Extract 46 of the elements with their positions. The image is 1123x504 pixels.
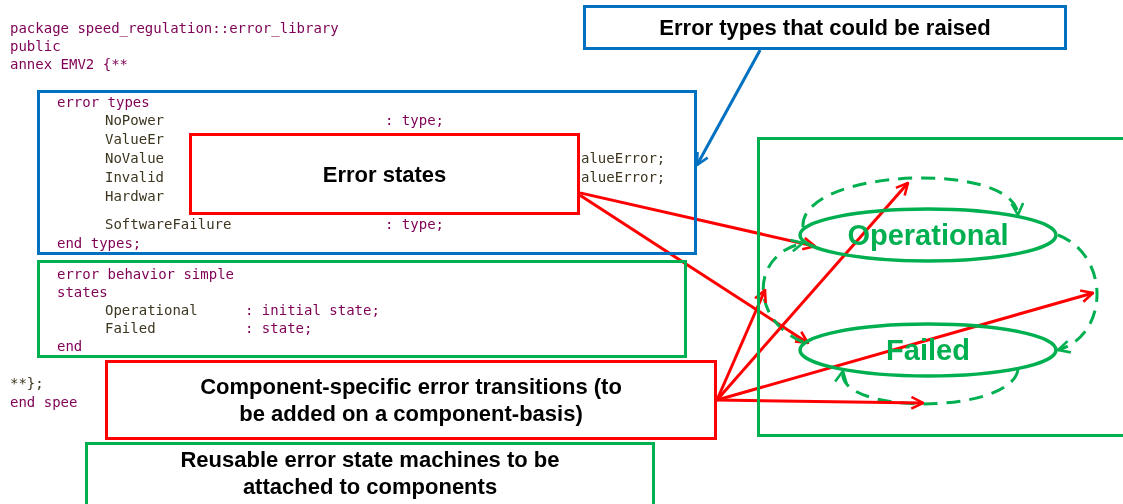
state-ellipse xyxy=(798,322,1058,378)
arrow xyxy=(716,289,1095,402)
code-section-frame xyxy=(37,90,697,255)
code-text: end types; xyxy=(57,234,142,252)
code-section-frame xyxy=(37,260,687,358)
code-text: : state; xyxy=(245,319,313,337)
callout-box xyxy=(105,360,717,440)
code-line: public xyxy=(10,37,61,55)
transition-arrow xyxy=(1056,233,1099,353)
code-text: ValueEr xyxy=(105,130,164,148)
callout-text: Error types that could be raised xyxy=(659,14,991,41)
transition-arrow xyxy=(801,176,1021,228)
code-text: error types xyxy=(57,93,150,111)
code-text: Operational xyxy=(105,301,198,319)
callout-box xyxy=(583,5,1067,50)
code-text: Failed xyxy=(105,319,156,337)
transition-arrow xyxy=(837,369,1020,406)
code-text: states xyxy=(57,283,108,301)
code-text: NoPower xyxy=(105,111,164,129)
code-text: NoValue xyxy=(105,149,164,167)
code-line: annex EMV2 {** xyxy=(10,55,128,73)
code-text: : type; xyxy=(385,111,444,129)
arrow xyxy=(695,49,762,167)
state-label: Failed xyxy=(886,333,970,367)
code-text: alueError; xyxy=(581,168,666,186)
callout-text: Error states xyxy=(322,160,447,188)
callout-text: Component-specific error transitions (to be added on a component-basis) xyxy=(199,373,623,427)
code-text: : initial state; xyxy=(245,301,380,319)
arrow xyxy=(716,395,925,410)
code-text: end xyxy=(57,337,83,355)
code-text: alueError; xyxy=(581,149,666,167)
code-line: end spee xyxy=(10,393,78,411)
callout-text: Reusable error state machines to be attached to components xyxy=(179,446,561,500)
state-machine-frame xyxy=(757,137,1123,437)
callout-frame xyxy=(85,442,655,504)
code-text: : type; xyxy=(385,215,444,233)
code-line: **}; xyxy=(10,374,44,392)
arrow xyxy=(579,191,817,251)
callout-box xyxy=(189,133,580,215)
arrow xyxy=(579,194,810,345)
code-text: SoftwareFailure xyxy=(105,215,232,233)
code-text: Hardwar xyxy=(105,187,164,205)
code-text: error behavior simple xyxy=(57,265,234,283)
code-line: package speed_regulation::error_library xyxy=(10,19,339,37)
transition-arrow xyxy=(761,239,805,344)
code-text: Invalid xyxy=(105,168,164,186)
